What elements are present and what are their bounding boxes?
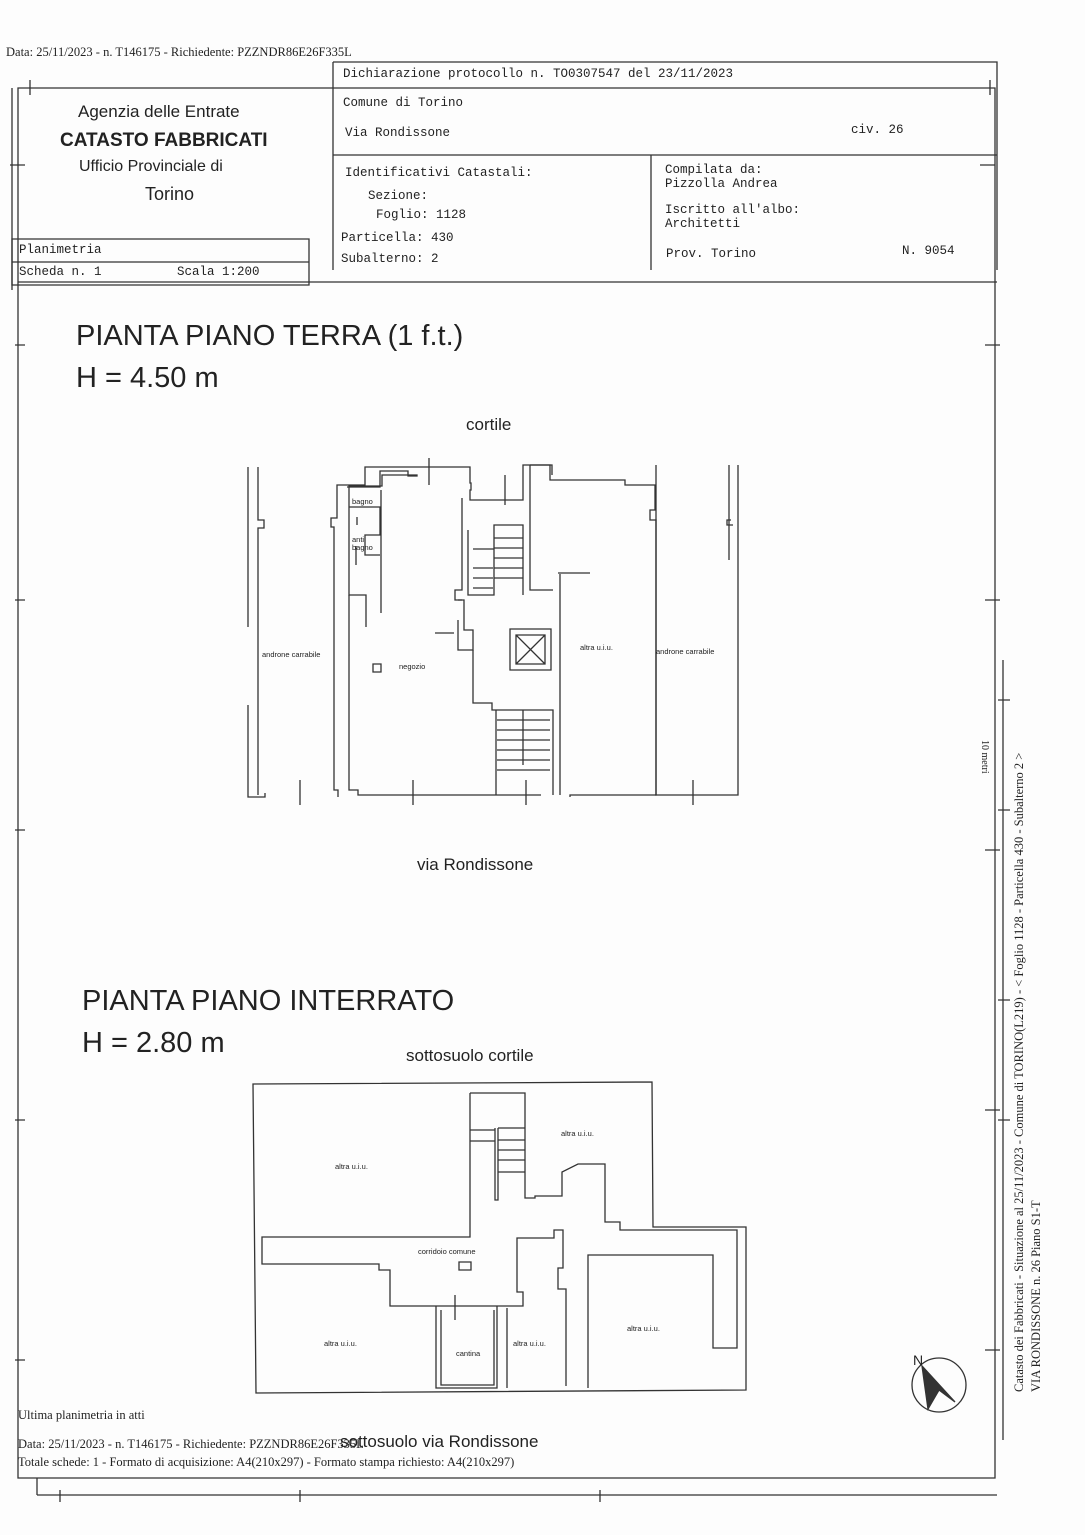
room-antibagno-2: bagno [352,543,373,552]
room-androne-left: androne carrabile [262,650,321,659]
room-androne-right: androne carrabile [656,647,715,656]
albo-label: Iscritto all'albo: [665,203,801,217]
sezione: Sezione: [368,189,429,203]
room-bagno: bagno [352,497,373,506]
side-scale-label: 10 metri [979,740,990,774]
side-address-text: VIA RONDISSONE n. 26 Piano S1-T [1029,1200,1043,1392]
basement-title: PIANTA PIANO INTERRATO [82,985,455,1017]
compiler-name: Pizzolla Andrea [665,177,778,191]
registration-number: N. 9054 [902,244,955,258]
agency-name: Agenzia delle Entrate [78,102,240,121]
ground-floor-height: H = 4.50 m [76,362,219,394]
ground-floor-title: PIANTA PIANO TERRA (1 f.t.) [76,320,464,352]
civic-number: civ. 26 [851,123,904,137]
agency-office: Ufficio Provinciale di [79,158,223,175]
ultima-planimetria: Ultima planimetria in atti [18,1408,145,1422]
room-altra-nw: altra u.i.u. [335,1162,368,1171]
room-negozio: negozio [399,662,426,671]
room-altra-s: altra u.i.u. [513,1339,546,1348]
page-frame [10,61,1000,1502]
identificativi-title: Identificativi Catastali: [345,166,533,180]
cortile-label: cortile [466,415,512,434]
room-antibagno-1: anti [352,535,365,544]
planimetria-box [11,238,310,286]
footer-request-line: Data: 25/11/2023 - n. T146175 - Richiede… [18,1437,364,1451]
room-altra-sw: altra u.i.u. [324,1339,357,1348]
declaration-protocol: Dichiarazione protocollo n. TO0307547 de… [343,67,734,81]
side-scale-line [998,660,1010,1440]
comune: Comune di Torino [343,96,464,110]
side-situation-text: Catasto dei Fabbricati - Situazione al 2… [1012,752,1026,1392]
room-cantina: cantina [456,1349,481,1358]
foglio: Foglio: 1128 [376,208,467,222]
room-altra-se: altra u.i.u. [627,1324,660,1333]
albo: Architetti [665,217,741,231]
street: Via Rondissone [345,126,451,140]
particella: Particella: 430 [341,231,454,245]
compass-north-label: N [913,1352,924,1368]
province: Prov. Torino [666,247,757,261]
room-altra-ne: altra u.i.u. [561,1129,594,1138]
compilata-title: Compilata da: [665,163,763,177]
planimetria-label: Planimetria [19,243,102,257]
north-arrow-icon [911,1357,967,1413]
scale: Scala 1:200 [177,265,260,279]
basement-height: H = 2.80 m [82,1027,225,1059]
sottosuolo-via-label: sottosuolo via Rondissone [340,1432,539,1451]
room-corridoio-comune: corridoio comune [418,1247,476,1256]
agency-city: Torino [145,184,195,204]
subalterno: Subalterno: 2 [341,252,439,266]
room-altra-uiu: altra u.i.u. [580,643,613,652]
basement-plan [252,1081,747,1394]
footer-format-line: Totale schede: 1 - Formato di acquisizio… [18,1455,515,1469]
sottosuolo-cortile-label: sottosuolo cortile [406,1046,534,1065]
via-label: via Rondissone [417,855,534,874]
scheda-number: Scheda n. 1 [19,265,102,279]
header-request-line: Data: 25/11/2023 - n. T146175 - Richiede… [6,45,352,59]
ground-floor-plan [247,458,739,805]
catasto-fabbricati-title: CATASTO FABBRICATI [60,130,268,151]
